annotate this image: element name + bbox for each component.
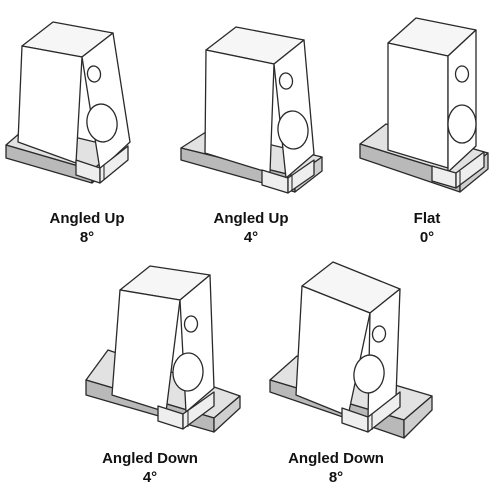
config-angled-down-8: [269, 261, 433, 439]
caption-name: Flat: [413, 210, 441, 227]
config-flat: [359, 17, 489, 193]
driver: [172, 352, 204, 392]
caption-angled-down-8: Angled Down 8°: [256, 449, 416, 487]
driver: [353, 354, 385, 394]
caption-name: Angled Up: [213, 210, 289, 227]
config-angled-down-4: [85, 265, 241, 433]
caption-name: Angled Up: [49, 210, 125, 227]
tweeter: [86, 65, 102, 83]
isolation-feet: [157, 391, 215, 430]
isolation-feet: [75, 145, 129, 184]
speaker-cabinet: [204, 26, 315, 179]
st-side: [213, 395, 241, 433]
caption-flat: Flat 0°: [347, 209, 494, 247]
caption-angle: 4°: [243, 229, 259, 246]
st-side: [403, 395, 433, 439]
foot: [99, 145, 129, 184]
woofer: [86, 103, 118, 143]
sp-side: [387, 42, 449, 169]
driver: [183, 315, 199, 333]
driver: [277, 110, 309, 150]
isolation-feet: [431, 151, 485, 189]
caption-angle: 0°: [419, 229, 435, 246]
speaker-cabinet: [387, 17, 477, 173]
isolation-feet: [261, 159, 315, 194]
caption-angled-up-8: Angled Up 8°: [7, 209, 167, 247]
config-angled-up-8: [5, 21, 131, 184]
caption-angled-down-4: Angled Down 4°: [70, 449, 230, 487]
foot: [455, 151, 485, 189]
isolation-feet: [341, 391, 401, 433]
sp-side: [204, 49, 275, 174]
caption-name: Angled Down: [288, 450, 384, 467]
sp-front: [179, 274, 215, 413]
foot: [182, 391, 215, 430]
speaker-cabinet: [295, 261, 401, 421]
speaker-cabinet: [111, 265, 215, 413]
driver: [454, 65, 470, 83]
caption-name: Angled Down: [102, 450, 198, 467]
speaker-cabinet: [17, 21, 131, 171]
driver: [447, 104, 477, 144]
driver: [371, 325, 387, 343]
foot: [287, 159, 315, 194]
caption-angle: 8°: [328, 469, 344, 486]
speaker-side: [17, 45, 83, 164]
driver: [278, 72, 294, 90]
caption-angled-up-4: Angled Up 4°: [171, 209, 331, 247]
config-angled-up-4: [180, 26, 323, 194]
caption-angle: 8°: [79, 229, 95, 246]
foot: [367, 391, 401, 433]
sp-front: [447, 29, 477, 173]
caption-angle: 4°: [142, 469, 158, 486]
